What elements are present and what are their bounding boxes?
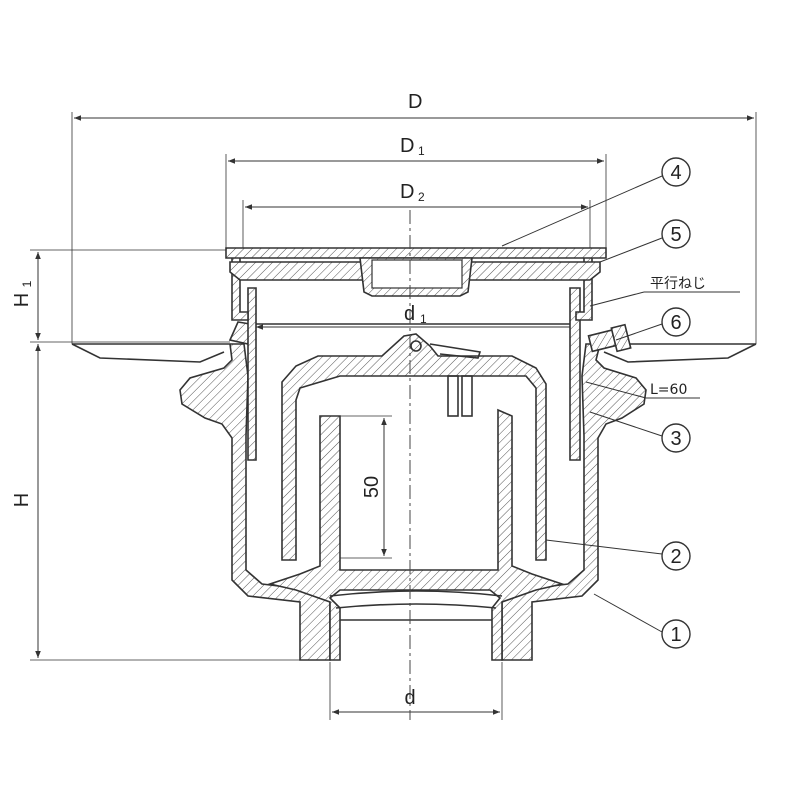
set-bolt bbox=[587, 323, 632, 353]
callout-label: 1 bbox=[670, 624, 681, 646]
drain-body bbox=[71, 343, 757, 661]
dim-d1-label: d bbox=[404, 303, 415, 325]
callout-3: 3 bbox=[661, 423, 691, 453]
callout-label: 4 bbox=[670, 162, 681, 184]
dim-D-label: D bbox=[408, 91, 422, 113]
callout-label: 6 bbox=[670, 312, 681, 334]
dim-H1-subscript: 1 bbox=[20, 280, 34, 287]
dim-D1-label: D bbox=[400, 135, 414, 157]
dim-d1-subscript: 1 bbox=[420, 312, 427, 326]
dim-D2-subscript: 2 bbox=[418, 190, 425, 204]
dim-D2-label: D bbox=[400, 181, 414, 203]
dim-50-label: 50 bbox=[361, 476, 383, 498]
callout-2: 2 bbox=[661, 541, 691, 571]
callout-6: 6 bbox=[661, 307, 691, 337]
parallel-thread-note: 平行ねじ bbox=[650, 276, 706, 292]
inner-sleeve bbox=[247, 287, 581, 461]
grate bbox=[225, 247, 607, 297]
left-lug bbox=[228, 321, 251, 345]
length-note: L=60 bbox=[650, 382, 687, 398]
callout-label: 5 bbox=[670, 224, 681, 246]
callout-1: 1 bbox=[661, 619, 691, 649]
trap-bell bbox=[267, 333, 565, 661]
dim-H-label: H bbox=[11, 493, 33, 507]
dim-D1-subscript: 1 bbox=[418, 144, 425, 158]
callout-5: 5 bbox=[661, 219, 691, 249]
dimension-lines bbox=[30, 112, 757, 720]
leader-lines bbox=[501, 175, 740, 633]
callout-label: 2 bbox=[670, 546, 681, 568]
dim-H1-label: H bbox=[11, 293, 33, 307]
callout-label: 3 bbox=[670, 428, 681, 450]
callout-4: 4 bbox=[661, 157, 691, 187]
dim-d-label: d bbox=[404, 687, 415, 709]
